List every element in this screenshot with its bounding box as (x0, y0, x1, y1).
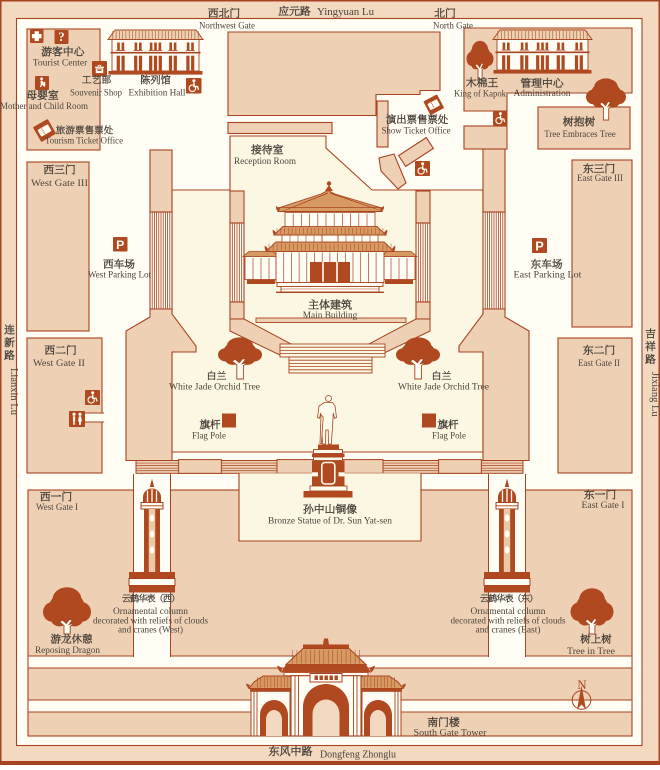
svg-text:N: N (577, 677, 587, 692)
svg-text:Administration: Administration (514, 88, 571, 99)
svg-text:Bronze Statue of Dr. Sun Yat-s: Bronze Statue of Dr. Sun Yat-sen (268, 516, 392, 527)
svg-text:Tourism Ticket Office: Tourism Ticket Office (45, 136, 124, 147)
svg-text:P: P (535, 238, 544, 253)
svg-text:Ornamental column: Ornamental column (471, 607, 546, 617)
svg-text:Show Ticket Office: Show Ticket Office (382, 126, 452, 137)
svg-text:Mother and Child Room: Mother and Child Room (0, 101, 88, 112)
svg-text:Tree Embraces Tree: Tree Embraces Tree (544, 129, 616, 140)
svg-text:Dongfeng Zhonglu: Dongfeng Zhonglu (320, 749, 396, 761)
svg-text:Exhibition Hall: Exhibition Hall (129, 88, 186, 99)
svg-text:Lianxin Lu: Lianxin Lu (8, 368, 19, 416)
svg-text:White Jade Orchid Tree: White Jade Orchid Tree (169, 383, 260, 393)
svg-text:Main Building: Main Building (303, 310, 358, 321)
svg-text:West Gate III: West Gate III (31, 178, 88, 189)
svg-text:North Gate: North Gate (433, 21, 474, 32)
svg-text:Yingyuan Lu: Yingyuan Lu (317, 7, 375, 18)
svg-text:Tree in Tree: Tree in Tree (567, 646, 616, 657)
svg-text:East Gate I: East Gate I (582, 500, 625, 511)
svg-text:and cranes (West): and cranes (West) (118, 625, 183, 636)
svg-text:East Gate II: East Gate II (578, 358, 620, 369)
svg-text:Ornamental column: Ornamental column (113, 607, 188, 617)
svg-text:East Parking Lot: East Parking Lot (514, 270, 582, 281)
svg-text:South Gate Tower: South Gate Tower (414, 728, 488, 739)
svg-text:King of Kapok: King of Kapok (454, 89, 506, 100)
svg-text:Souvenir Shop: Souvenir Shop (70, 88, 122, 99)
svg-text:East Gate III: East Gate III (577, 173, 623, 184)
svg-text:Flag Pole: Flag Pole (192, 431, 227, 442)
svg-text:West Parking Lot: West Parking Lot (88, 270, 151, 281)
svg-text:Flag Pole: Flag Pole (432, 431, 467, 442)
svg-text:Northwest Gate: Northwest Gate (199, 21, 256, 32)
svg-text:White Jade Orchid Tree: White Jade Orchid Tree (398, 383, 489, 393)
svg-text:Reception Room: Reception Room (234, 156, 296, 167)
svg-text:and cranes (East): and cranes (East) (476, 625, 541, 636)
svg-text:West Gate I: West Gate I (36, 502, 78, 513)
svg-text:Jixiang Lu: Jixiang Lu (649, 372, 660, 417)
svg-text:West Gate II: West Gate II (33, 358, 85, 369)
svg-text:P: P (116, 238, 124, 252)
svg-text:Reposing Dragon: Reposing Dragon (35, 645, 100, 656)
svg-text:?: ? (58, 30, 64, 44)
svg-text:Tourist Center: Tourist Center (33, 57, 88, 68)
